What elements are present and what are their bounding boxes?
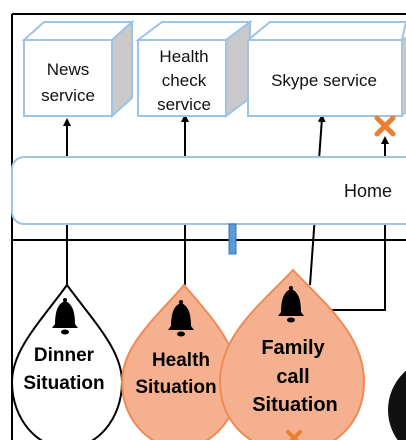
family-call-situation-drop: Family call Situation [218, 268, 366, 440]
health-check-service-box: Health check service [135, 20, 253, 118]
skype-service-box: Skype service [245, 21, 406, 117]
x-mark-icon [374, 115, 396, 137]
home-box: Home [11, 156, 406, 225]
bell-icon [278, 286, 304, 323]
family-call-label-2: call [276, 366, 309, 388]
family-call-label-3: Situation [252, 394, 338, 416]
health-label-1: Health [152, 350, 210, 371]
health-situation-drop: Health Situation [120, 283, 240, 440]
health-check-label-1: Health [159, 47, 208, 66]
dinner-label-2: Situation [23, 373, 104, 394]
health-check-label-2: check [162, 71, 207, 90]
family-call-label-1: Family [261, 337, 325, 359]
x-mark-icon [286, 430, 302, 440]
health-label-2: Situation [135, 377, 216, 398]
dinner-label-1: Dinner [34, 345, 95, 366]
bus-connector-marker [228, 223, 237, 255]
home-label: Home [344, 181, 392, 201]
skype-service-label: Skype service [271, 71, 377, 90]
bell-icon [52, 298, 78, 335]
news-service-label-1: News [47, 60, 90, 79]
bell-icon [168, 300, 194, 337]
news-service-box: News service [21, 19, 135, 119]
news-service-label-2: service [41, 86, 95, 105]
dinner-situation-drop: Dinner Situation [10, 283, 124, 440]
partial-dark-node [388, 370, 406, 440]
health-check-label-3: service [157, 95, 211, 114]
